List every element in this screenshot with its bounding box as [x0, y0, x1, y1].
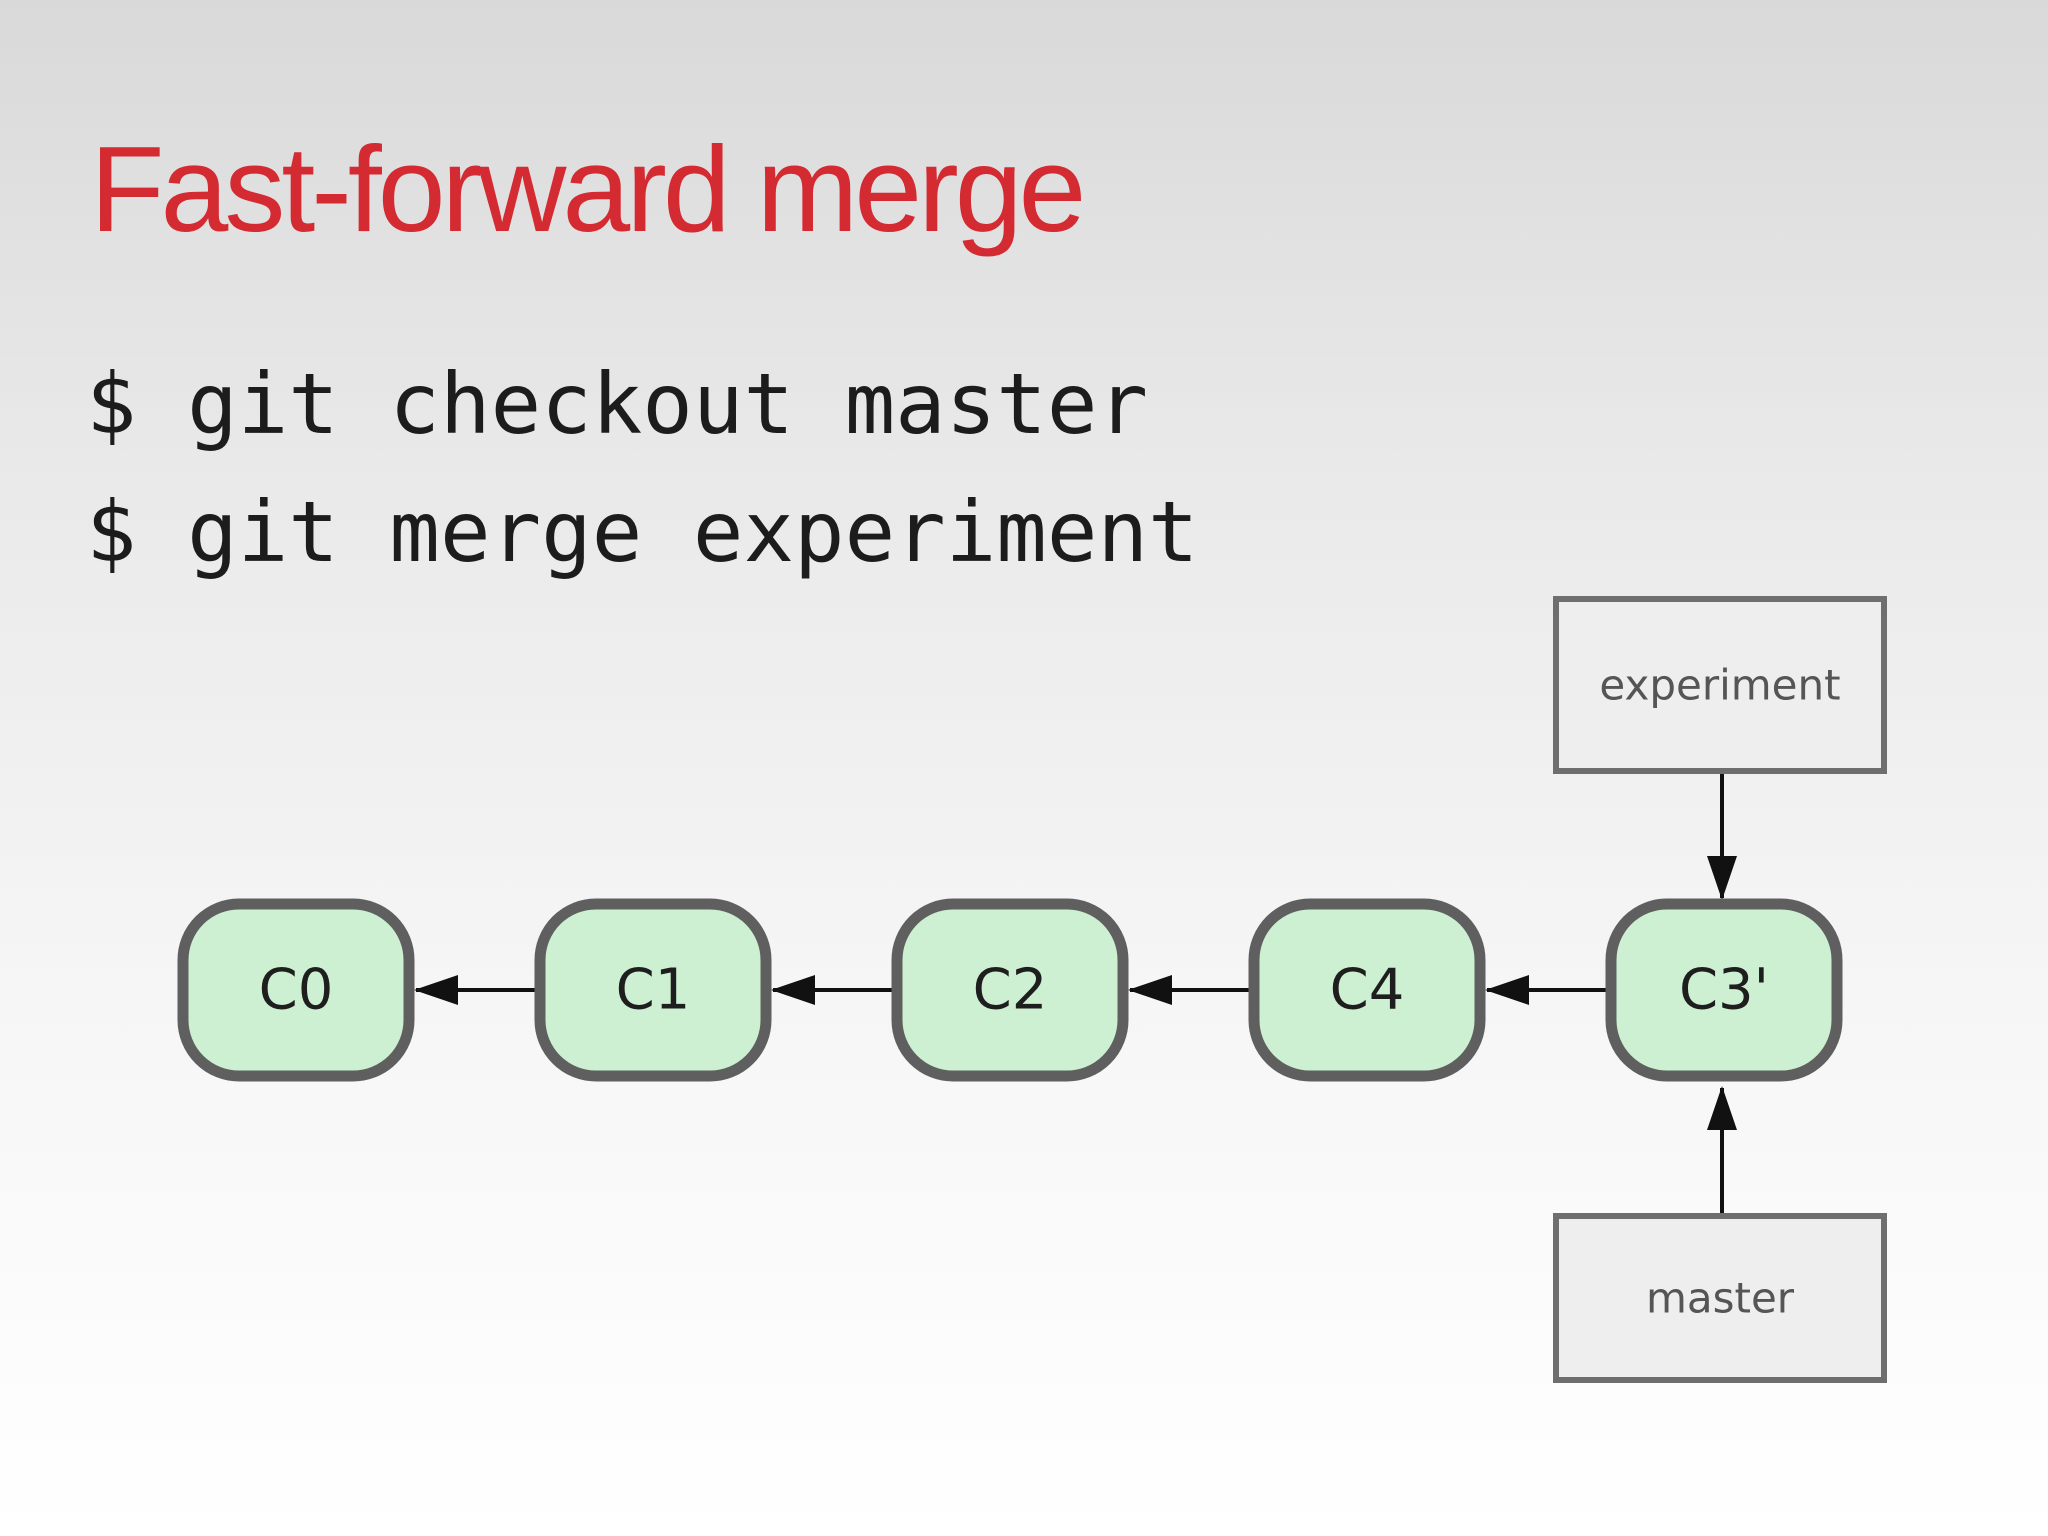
commit-node-c4: C4 [1248, 898, 1486, 1082]
commit-label-c2: C2 [973, 958, 1048, 1023]
ref-box-master: master [1553, 1213, 1887, 1383]
commit-node-c1: C1 [534, 898, 772, 1082]
commit-node-c3-prime: C3' [1605, 898, 1843, 1082]
commit-box-c4 [1248, 898, 1486, 1082]
ref-label-experiment: experiment [1599, 661, 1840, 710]
commit-box-c0 [177, 898, 415, 1082]
ref-box-experiment: experiment [1553, 596, 1887, 774]
commit-box-c1 [534, 898, 772, 1082]
commit-box-c3-prime [1605, 898, 1843, 1082]
slide-title: Fast-forward merge [90, 121, 1086, 257]
commit-label-c4: C4 [1330, 958, 1405, 1023]
command-list: $ git checkout master $ git merge experi… [86, 340, 1199, 596]
commit-label-c0: C0 [259, 958, 334, 1023]
commit-label-c1: C1 [616, 958, 691, 1023]
commit-node-c2: C2 [891, 898, 1129, 1082]
commit-node-c0: C0 [177, 898, 415, 1082]
ref-label-master: master [1646, 1274, 1795, 1323]
ref-rect-master [1553, 1213, 1887, 1383]
command-line-checkout: $ git checkout master [86, 355, 1149, 453]
commit-label-c3-prime: C3' [1679, 958, 1769, 1023]
ref-rect-experiment [1553, 596, 1887, 774]
command-line-merge: $ git merge experiment [86, 483, 1199, 581]
commit-box-c2 [891, 898, 1129, 1082]
